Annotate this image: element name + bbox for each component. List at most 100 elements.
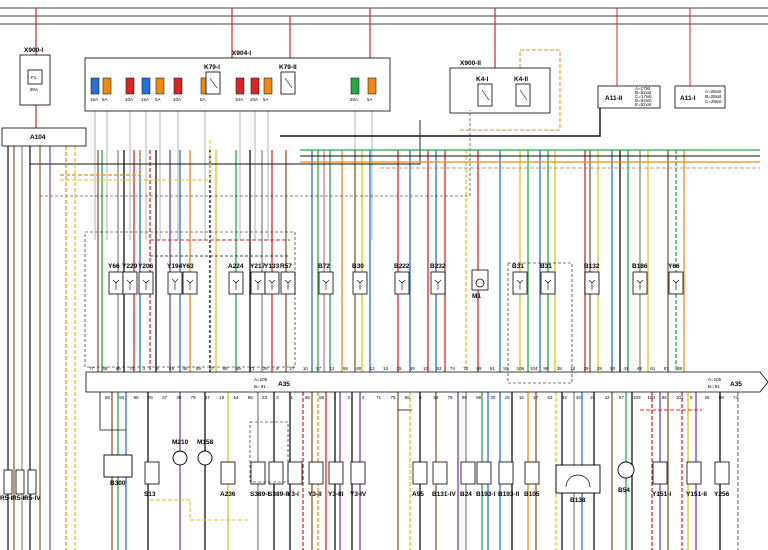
component-label: B30: [352, 263, 364, 270]
pin-label: 1: [291, 395, 294, 400]
pin-label: 69: [477, 366, 483, 371]
module-x900ii: X900-II: [449, 60, 551, 114]
module-a11ii: A11-II A=17lstB=52xstC=17xstD=52xstE=52x…: [597, 85, 661, 109]
fuse-body: [102, 77, 112, 95]
a11ii-info-line: D=52xst: [635, 98, 652, 103]
fuse-amp: 5A: [263, 97, 269, 102]
pin-label: 33: [562, 395, 568, 400]
relay-label: K79-I: [204, 64, 220, 71]
component-label: Y3-III: [328, 491, 344, 498]
pin-label: 79: [448, 395, 454, 400]
component-s389-i: S389-I: [250, 461, 269, 498]
fuse-amp: 10A: [250, 97, 258, 102]
pin-label: 87: [209, 366, 215, 371]
fuse-body: [350, 77, 360, 95]
fuse-body: [125, 77, 135, 95]
fuse-amp: 5A: [367, 97, 373, 102]
pin-label: 15: [396, 366, 402, 371]
component-label: M1: [472, 293, 481, 300]
x900i-label: X900-I: [24, 47, 43, 54]
a11i-info-line: A=28xst: [705, 89, 722, 94]
component-label: A95: [412, 491, 424, 498]
fuse-amp: 10A: [173, 97, 181, 102]
component-label: Y206: [138, 263, 154, 270]
fuse-body: [90, 77, 100, 95]
component-b30: B30: [352, 263, 368, 295]
module-x904i: X904-I: [84, 50, 391, 112]
fuse-amp: 15A: [90, 97, 98, 102]
a35-note2: B= 91: [254, 384, 266, 389]
component-m210: M210: [172, 439, 189, 466]
pin-label: 23: [262, 395, 268, 400]
component-r57: R57: [280, 263, 296, 295]
pin-label: 106: [517, 366, 525, 371]
pin-label: 17: [205, 395, 211, 400]
fuse-amp: 5A: [200, 97, 206, 102]
x900i-amp-label: 80A: [30, 87, 38, 92]
component-label: B72: [318, 263, 330, 270]
a11i-info-line: B=28xst: [705, 94, 722, 99]
pin-label: 26: [263, 366, 269, 371]
component-label: R57: [280, 263, 292, 270]
fuse-body: [155, 77, 165, 95]
component-y206: Y206: [138, 263, 154, 295]
component-m1: M1: [471, 269, 489, 300]
bus-wire: [60, 150, 141, 176]
pin-label: 16: [519, 395, 525, 400]
a11ii-info-line: C=17xst: [635, 94, 652, 99]
component-label: R5-II: [12, 495, 26, 502]
component-label: B31: [540, 263, 552, 270]
fuse-body: [141, 77, 151, 95]
component-label: B132: [584, 263, 600, 270]
component-r5-iv: R5-IV: [24, 469, 41, 502]
lower-wire: [150, 499, 250, 521]
pin-label: 77: [89, 366, 95, 371]
fuse-amp: 5A: [102, 97, 108, 102]
pin-label: 15: [505, 395, 511, 400]
pin-label: 57: [316, 366, 322, 371]
pin-label: 49: [410, 366, 416, 371]
pin-label: 2: [348, 395, 351, 400]
component-label: B300: [110, 480, 126, 487]
component-label: Y66: [668, 263, 680, 270]
fuse: 15A: [90, 77, 100, 102]
component-label: S389-I: [250, 491, 269, 498]
fuse: 20A: [350, 77, 360, 102]
component-r5-ii: R5-II: [12, 469, 26, 502]
component-label: Y194: [167, 263, 183, 270]
pin-label: 55: [102, 366, 108, 371]
component-y3-ii: Y3-II: [308, 461, 324, 498]
a35b-note1: A=105: [708, 377, 722, 382]
component-y3-i: Y3-I: [287, 461, 303, 498]
a35b-label: A35: [730, 381, 742, 388]
pin-label: 10: [303, 366, 309, 371]
pin-label: 70: [129, 366, 135, 371]
component-label: S389-II: [268, 491, 289, 498]
pin-label: 74: [450, 366, 456, 371]
pin-label: 104: [530, 366, 538, 371]
component-label: Y63: [182, 263, 194, 270]
pin-label: 32: [490, 395, 496, 400]
component-y229: Y229: [122, 263, 138, 295]
component-label: B54: [618, 487, 630, 494]
pin-label: 13: [383, 366, 389, 371]
pin-label: 74: [733, 395, 739, 400]
pin-label: 90: [134, 395, 140, 400]
component-label: Y256: [714, 491, 730, 498]
component-y151-i: Y151-I: [652, 461, 671, 498]
component-label: Y3-II: [308, 491, 322, 498]
pin-label: 9: [276, 366, 279, 371]
pin-label: 19: [219, 395, 225, 400]
fuse-body: [235, 77, 245, 95]
component-b300: B300: [103, 454, 133, 487]
pin-label: 80: [356, 366, 362, 371]
component-y66: Y66: [668, 263, 684, 295]
component-b105: B105: [524, 461, 540, 498]
component-a224: A224: [228, 263, 244, 295]
fuse: 5A: [263, 77, 273, 102]
component-b193-i: B193-I: [476, 461, 496, 498]
component-label: R5-I: [0, 495, 12, 502]
pin-label: 93: [503, 366, 509, 371]
pin-label: 88: [223, 366, 229, 371]
pin-label: 75: [390, 395, 396, 400]
